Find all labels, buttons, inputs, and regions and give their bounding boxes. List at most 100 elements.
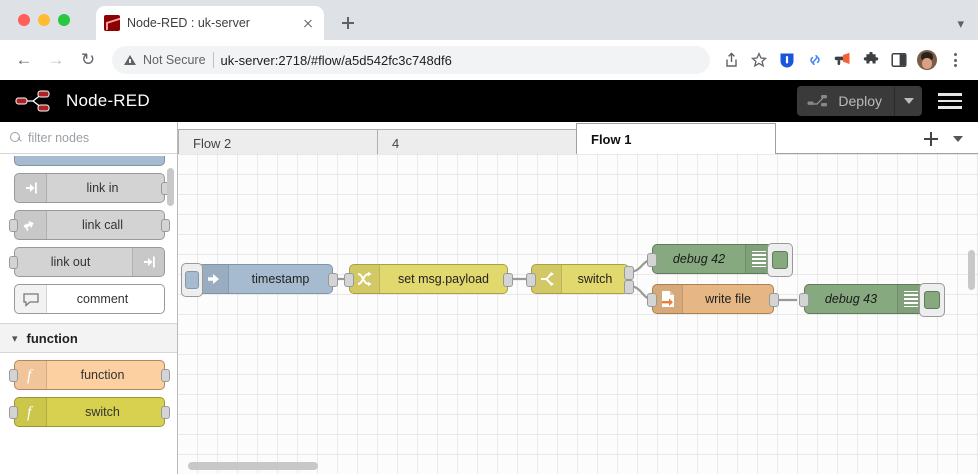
close-icon[interactable] — [300, 15, 316, 31]
deploy-button[interactable]: Deploy — [797, 86, 894, 116]
node-red-favicon-icon — [104, 15, 120, 31]
link-in-icon — [15, 174, 47, 202]
app-header: Node-RED Deploy — [0, 80, 978, 122]
browser-tab[interactable]: Node-RED : uk-server — [96, 6, 324, 40]
flow-node-timestamp[interactable]: timestamp — [181, 263, 338, 297]
reload-icon[interactable]: ↻ — [80, 50, 96, 69]
inject-arrow-icon — [199, 265, 229, 293]
deploy-control-group: Deploy — [797, 86, 922, 116]
output-port-1[interactable] — [624, 266, 634, 280]
node-red-logo-icon — [14, 88, 56, 114]
flow-tab-bar: Flow 2 4 Flow 1 — [178, 122, 978, 157]
palette-category-function[interactable]: ▾ function — [0, 323, 177, 353]
link-call-icon — [15, 211, 47, 239]
flow-node-write-file[interactable]: write file — [647, 284, 779, 314]
new-tab-icon[interactable] — [334, 9, 362, 37]
output-port[interactable] — [161, 406, 170, 419]
forward-arrow-icon[interactable]: → — [47, 50, 65, 69]
debug-enable-button[interactable] — [919, 283, 945, 317]
output-port-2[interactable] — [624, 280, 634, 294]
input-port[interactable] — [647, 293, 657, 307]
flow-node-label: write file — [705, 292, 751, 306]
window-traffic-lights[interactable] — [18, 14, 70, 26]
link-extension-icon[interactable] — [802, 47, 828, 73]
hamburger-menu-icon[interactable] — [922, 80, 978, 122]
palette-node-function[interactable]: f function — [9, 360, 170, 390]
canvas-vertical-scrollbar[interactable] — [968, 250, 975, 290]
megaphone-extension-icon[interactable] — [830, 47, 856, 73]
link-out-icon — [132, 248, 164, 276]
flow-node-debug-42[interactable]: debug 42 — [647, 243, 793, 277]
share-icon[interactable] — [718, 47, 744, 73]
input-port[interactable] — [9, 219, 18, 232]
deploy-options-button[interactable] — [894, 86, 922, 116]
flow-tab-label: Flow 2 — [193, 136, 232, 151]
palette-node-label: link out — [50, 255, 91, 269]
palette-node-link-in[interactable]: link in — [14, 173, 170, 203]
palette-node-link-call[interactable]: link call — [9, 210, 170, 240]
canvas-horizontal-scrollbar[interactable] — [188, 462, 318, 470]
plus-icon[interactable] — [918, 127, 944, 151]
input-port[interactable] — [9, 406, 18, 419]
bookmark-star-icon[interactable] — [746, 47, 772, 73]
input-port[interactable] — [9, 256, 18, 269]
input-port[interactable] — [9, 369, 18, 382]
palette-filter[interactable]: filter nodes — [0, 122, 177, 154]
output-port[interactable] — [328, 273, 338, 287]
palette-node-partial[interactable] — [14, 156, 165, 166]
tab-4[interactable]: 4 — [377, 129, 577, 157]
debug-enable-button[interactable] — [767, 243, 793, 277]
flow-tab-label: 4 — [392, 136, 400, 151]
workspace: filter nodes link in link call — [0, 122, 978, 474]
profile-avatar[interactable] — [914, 47, 940, 73]
palette-node-label: link call — [82, 218, 123, 232]
palette-node-switch[interactable]: f switch — [9, 397, 170, 427]
url-text: uk-server:2718/#flow/a5d542fc3c748df6 — [220, 52, 452, 68]
palette-node-comment[interactable]: comment — [14, 284, 165, 314]
back-arrow-icon[interactable]: ← — [15, 50, 33, 69]
palette-node-link-out[interactable]: link out — [9, 247, 165, 277]
search-icon — [10, 131, 22, 144]
browser-chrome: Node-RED : uk-server ▾ ← → ↻ Not Secure … — [0, 0, 978, 80]
input-port[interactable] — [647, 253, 657, 267]
palette-scrollbar[interactable] — [167, 168, 174, 206]
flow-node-label: debug 43 — [824, 292, 878, 306]
app-logo[interactable]: Node-RED — [14, 88, 150, 114]
flow-node-switch[interactable]: switch — [526, 264, 634, 294]
input-port[interactable] — [526, 273, 536, 287]
maximize-window-button[interactable] — [58, 14, 70, 26]
sidepanel-icon[interactable] — [886, 47, 912, 73]
flow-node-debug-43[interactable]: debug 43 — [799, 283, 945, 317]
minimize-window-button[interactable] — [38, 14, 50, 26]
flow-node-label: switch — [577, 272, 613, 286]
shield-extension-icon[interactable] — [774, 47, 800, 73]
flow-tab-actions — [918, 127, 978, 153]
flow-canvas[interactable]: timestamp set msg.payload switch — [178, 154, 978, 474]
output-port[interactable] — [161, 219, 170, 232]
puzzle-extensions-icon[interactable] — [858, 47, 884, 73]
chevron-down-icon[interactable] — [946, 127, 970, 151]
output-port[interactable] — [161, 369, 170, 382]
address-bar[interactable]: Not Secure uk-server:2718/#flow/a5d542fc… — [112, 46, 710, 74]
output-port[interactable] — [769, 293, 779, 307]
output-port[interactable] — [503, 273, 513, 287]
close-window-button[interactable] — [18, 14, 30, 26]
debug-lines-icon — [745, 245, 771, 273]
node-palette: filter nodes link in link call — [0, 122, 178, 474]
tab-flow-2[interactable]: Flow 2 — [178, 129, 378, 157]
svg-text:f: f — [27, 367, 34, 384]
flow-node-label: timestamp — [251, 272, 310, 286]
kebab-menu-icon[interactable] — [942, 47, 968, 73]
input-port[interactable] — [344, 273, 354, 287]
flow-node-label: set msg.payload — [397, 272, 490, 286]
search-input[interactable]: filter nodes — [28, 130, 90, 145]
omnibox-divider — [212, 52, 214, 68]
flow-node-set-msg-payload[interactable]: set msg.payload — [344, 264, 513, 294]
input-port[interactable] — [799, 293, 809, 307]
palette-body: link in link call link out — [0, 154, 177, 474]
switch-icon: f — [15, 398, 47, 426]
app-brand-name: Node-RED — [66, 91, 150, 110]
chevron-down-icon[interactable]: ▾ — [957, 16, 964, 31]
inject-trigger-button[interactable] — [181, 263, 203, 297]
tab-flow-1[interactable]: Flow 1 — [576, 123, 776, 154]
